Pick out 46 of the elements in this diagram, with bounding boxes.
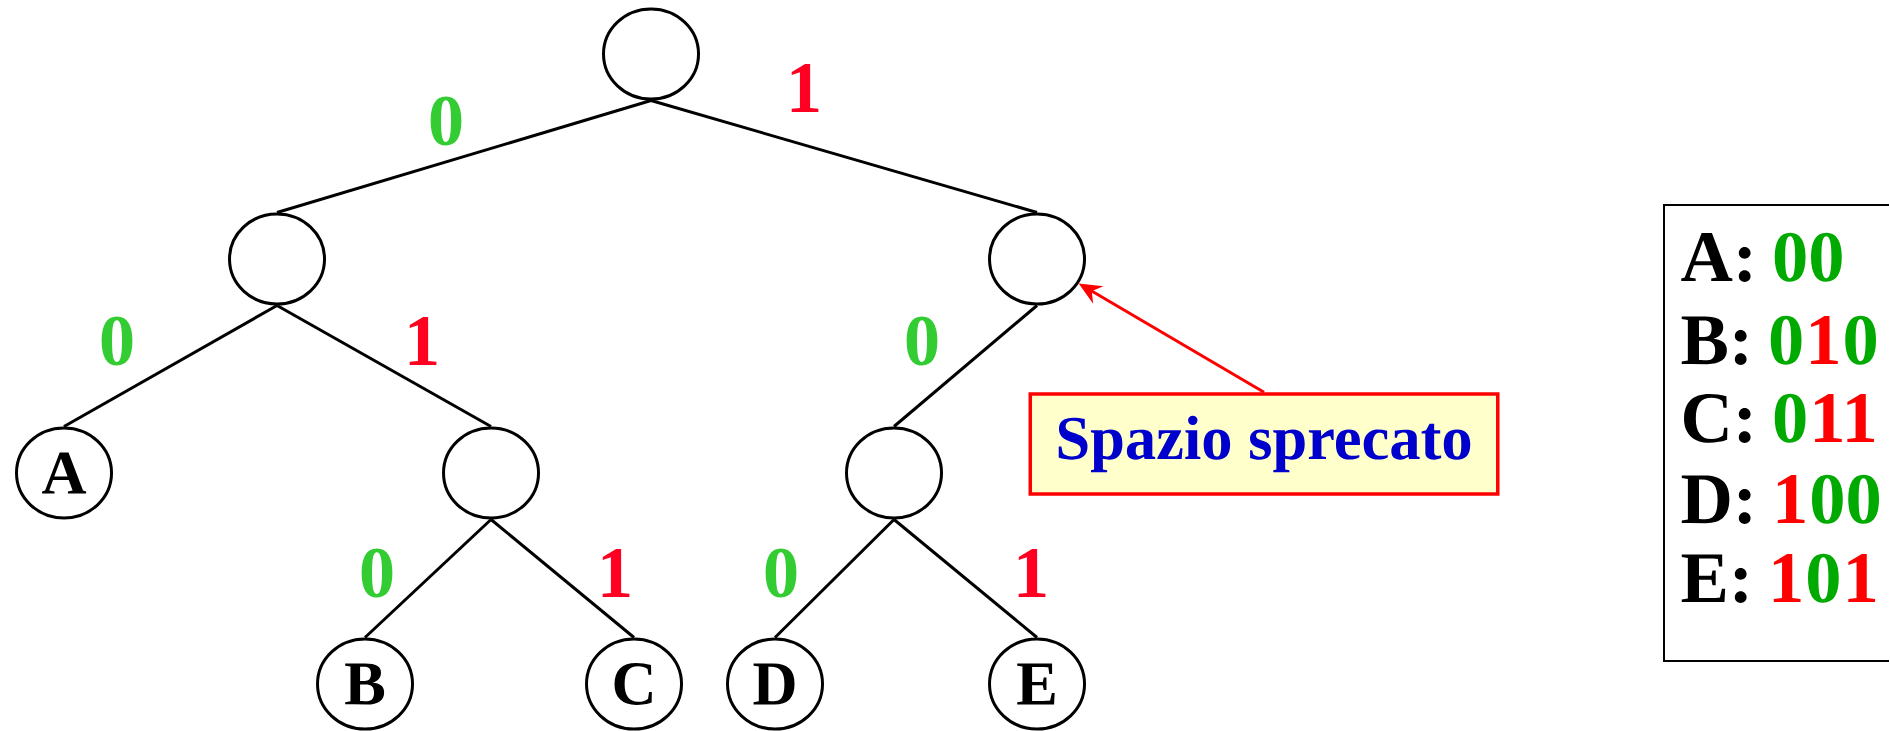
leaf-node: C — [585, 637, 683, 731]
edge-label: 1 — [1018, 549, 1046, 597]
leaf-node: B — [316, 637, 414, 731]
tree-edge — [650, 99, 1038, 214]
tree-edge — [63, 304, 278, 428]
leaf-node: D — [726, 637, 824, 731]
tree-node — [228, 212, 326, 306]
edge-label: 1 — [791, 64, 819, 112]
label: 0 — [1808, 553, 1839, 603]
edge-label: 0 — [765, 548, 797, 598]
tree-node — [845, 426, 943, 520]
label: C: — [1684, 394, 1751, 444]
label: 1 — [1848, 554, 1876, 602]
label: B: — [1681, 316, 1747, 366]
tree-edge — [276, 99, 652, 214]
tree-edge — [276, 304, 492, 428]
label: 0 — [1774, 393, 1806, 443]
callout-box: Spazio sprecato — [1028, 392, 1500, 496]
tree-node — [988, 212, 1086, 306]
label: 11 — [1815, 394, 1875, 442]
tree-node — [442, 426, 540, 520]
label: 00 — [1774, 232, 1842, 282]
edge-label: 0 — [101, 316, 133, 366]
label: A: — [1681, 233, 1751, 283]
edge-label: 1 — [602, 549, 630, 597]
edge-label: 0 — [361, 548, 393, 598]
label: 1 — [1773, 554, 1801, 602]
leaf-node: A — [15, 426, 113, 520]
label: D: — [1681, 475, 1751, 525]
edge-label: 0 — [906, 316, 938, 366]
code-table: A: 00 B: 010 C: 011 D: 100 E: 101 — [1663, 204, 1890, 662]
leaf-node: E — [988, 637, 1086, 731]
edge-label: 0 — [430, 96, 462, 146]
tree-edge — [893, 304, 1038, 428]
tree-edge — [773, 518, 896, 639]
tree-edge — [893, 518, 1038, 639]
label: 1 — [1811, 316, 1838, 364]
edge-label: 1 — [409, 317, 437, 365]
tree-node — [602, 7, 700, 101]
label: E: — [1681, 554, 1747, 604]
label: 0 — [1845, 315, 1877, 365]
tree-edge — [364, 518, 493, 639]
label: 00 — [1812, 474, 1880, 524]
label: 1 — [1777, 475, 1805, 523]
label: 0 — [1770, 315, 1802, 365]
tree-edge — [490, 518, 635, 639]
